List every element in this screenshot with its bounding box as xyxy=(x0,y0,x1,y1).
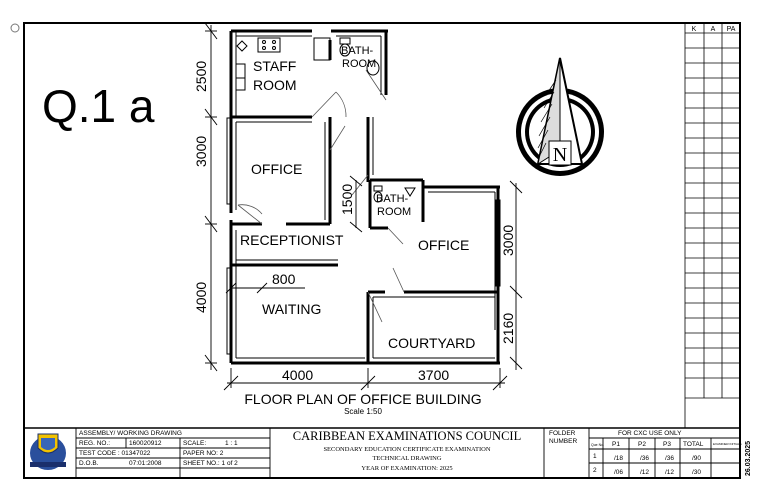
bathroom-mid-label-2: ROOM xyxy=(377,206,411,218)
courtyard-label: COURTYARD xyxy=(388,335,475,351)
assembly-label: ASSEMBLY/ WORKING DRAWING xyxy=(79,430,182,437)
que-no-label: Que No. xyxy=(591,443,604,447)
title-block-text: ASSEMBLY/ WORKING DRAWING REG. NO.: 1600… xyxy=(79,430,238,467)
row1-p1: /18 xyxy=(614,455,623,462)
sink-icon xyxy=(236,40,248,52)
toilet-icon-2 xyxy=(373,185,383,192)
room-labels: STAFF ROOM BATH- ROOM OFFICE BATH- ROOM … xyxy=(240,45,475,351)
basin-icon-2 xyxy=(404,187,416,197)
cxc-use-label: FOR CXC USE ONLY xyxy=(618,430,682,437)
paper-no: PAPER NO: 2 xyxy=(183,450,224,457)
date-stamp: 26.03.2025 xyxy=(745,441,752,476)
dim-2160: 2160 xyxy=(500,313,516,344)
number-label: NUMBER xyxy=(549,438,577,445)
row2-p3: /12 xyxy=(665,469,674,476)
waiting-label: WAITING xyxy=(262,301,321,317)
scale-note: Scale 1:50 xyxy=(344,407,382,416)
scale-value: 1 : 1 xyxy=(225,440,238,447)
dob-value: 07:01:2008 xyxy=(129,460,162,467)
exam-name: SECONDARY EDUCATION CERTIFICATE EXAMINAT… xyxy=(323,446,490,453)
dob-label: D.O.B. xyxy=(79,460,99,467)
dim-1500: 1500 xyxy=(339,184,355,215)
council-text: CARIBBEAN EXAMINATIONS COUNCIL SECONDARY… xyxy=(293,429,521,472)
dim-3000-right: 3000 xyxy=(500,225,516,256)
north-arrow-icon: N xyxy=(516,57,604,176)
dim-800: 800 xyxy=(272,271,296,287)
office-left-label: OFFICE xyxy=(251,161,302,177)
wall-inner-lines xyxy=(235,31,496,359)
dimension-labels: 2500 3000 4000 1500 800 3000 2160 4000 3… xyxy=(193,61,516,383)
col-p2: P2 xyxy=(638,441,646,448)
exam-year: YEAR OF EXAMINATION: 2025 xyxy=(361,465,452,472)
drawing-title: FLOOR PLAN OF OFFICE BUILDING xyxy=(244,391,481,407)
grid-header-pa: PA xyxy=(727,26,736,33)
bathroom-fixtures xyxy=(339,37,416,203)
staff-room-label-2: ROOM xyxy=(253,77,297,93)
scale-label: SCALE: xyxy=(183,440,206,447)
punch-hole-icon xyxy=(10,23,20,33)
kitchen-fixtures xyxy=(235,37,331,91)
dimension-lines xyxy=(204,22,523,391)
row2-que: 2 xyxy=(593,467,597,474)
row1-p2: /36 xyxy=(640,455,649,462)
dim-3000-left: 3000 xyxy=(193,136,209,167)
test-code: TEST CODE : 01347022 xyxy=(79,450,151,457)
question-label: Q.1 a xyxy=(42,80,155,132)
windows xyxy=(226,117,501,355)
col-p1: P1 xyxy=(612,441,620,448)
row1-total: /90 xyxy=(692,455,701,462)
council-name: CARIBBEAN EXAMINATIONS COUNCIL xyxy=(293,429,521,443)
marking-grid xyxy=(684,22,741,429)
bathroom-mid-label-1: BATH- xyxy=(376,193,409,205)
cxc-use-text: FOLDER NUMBER FOR CXC USE ONLY Que No. P… xyxy=(549,430,742,476)
stove-icon xyxy=(257,37,281,53)
grid-header-a: A xyxy=(711,26,716,33)
walls xyxy=(229,29,500,365)
dim-4000-left: 4000 xyxy=(193,282,209,313)
bathroom-top-label-1: BATH- xyxy=(341,45,374,57)
office-right-label: OFFICE xyxy=(418,237,469,253)
door-swings xyxy=(237,69,405,323)
col-p3: P3 xyxy=(663,441,671,448)
north-label: N xyxy=(553,144,567,166)
basin-icon xyxy=(366,60,380,76)
row2-total: /30 xyxy=(692,469,701,476)
col-total: TOTAL xyxy=(683,441,704,448)
row1-p3: /36 xyxy=(665,455,674,462)
row2-p1: /06 xyxy=(614,469,623,476)
reg-no-label: REG. NO.: xyxy=(79,440,110,447)
sheet-no: SHEET NO.: 1 of 2 xyxy=(183,460,238,467)
row1-que: 1 xyxy=(593,453,597,460)
title-block xyxy=(23,427,741,479)
cabinet-icon xyxy=(313,37,331,61)
dim-4000-bottom: 4000 xyxy=(282,367,313,383)
dim-2500: 2500 xyxy=(193,61,209,92)
fridge-icon xyxy=(235,63,246,79)
subject-name: TECHNICAL DRAWING xyxy=(372,455,441,462)
receptionist-label: RECEPTIONIST xyxy=(240,232,344,248)
folder-label: FOLDER xyxy=(549,430,576,437)
grid-header-k: K xyxy=(692,26,697,33)
marking-grid-headers: K A PA xyxy=(692,26,736,33)
dim-3700: 3700 xyxy=(418,367,449,383)
reg-no-value: 160020912 xyxy=(129,440,162,447)
bathroom-top-label-2: ROOM xyxy=(342,58,376,70)
staff-room-label-1: STAFF xyxy=(253,58,296,74)
examiner-initials-label: EXAMINER INITIALS xyxy=(713,442,742,446)
cxc-logo xyxy=(30,433,66,470)
row2-p2: /12 xyxy=(640,469,649,476)
toilet-icon xyxy=(339,37,351,45)
